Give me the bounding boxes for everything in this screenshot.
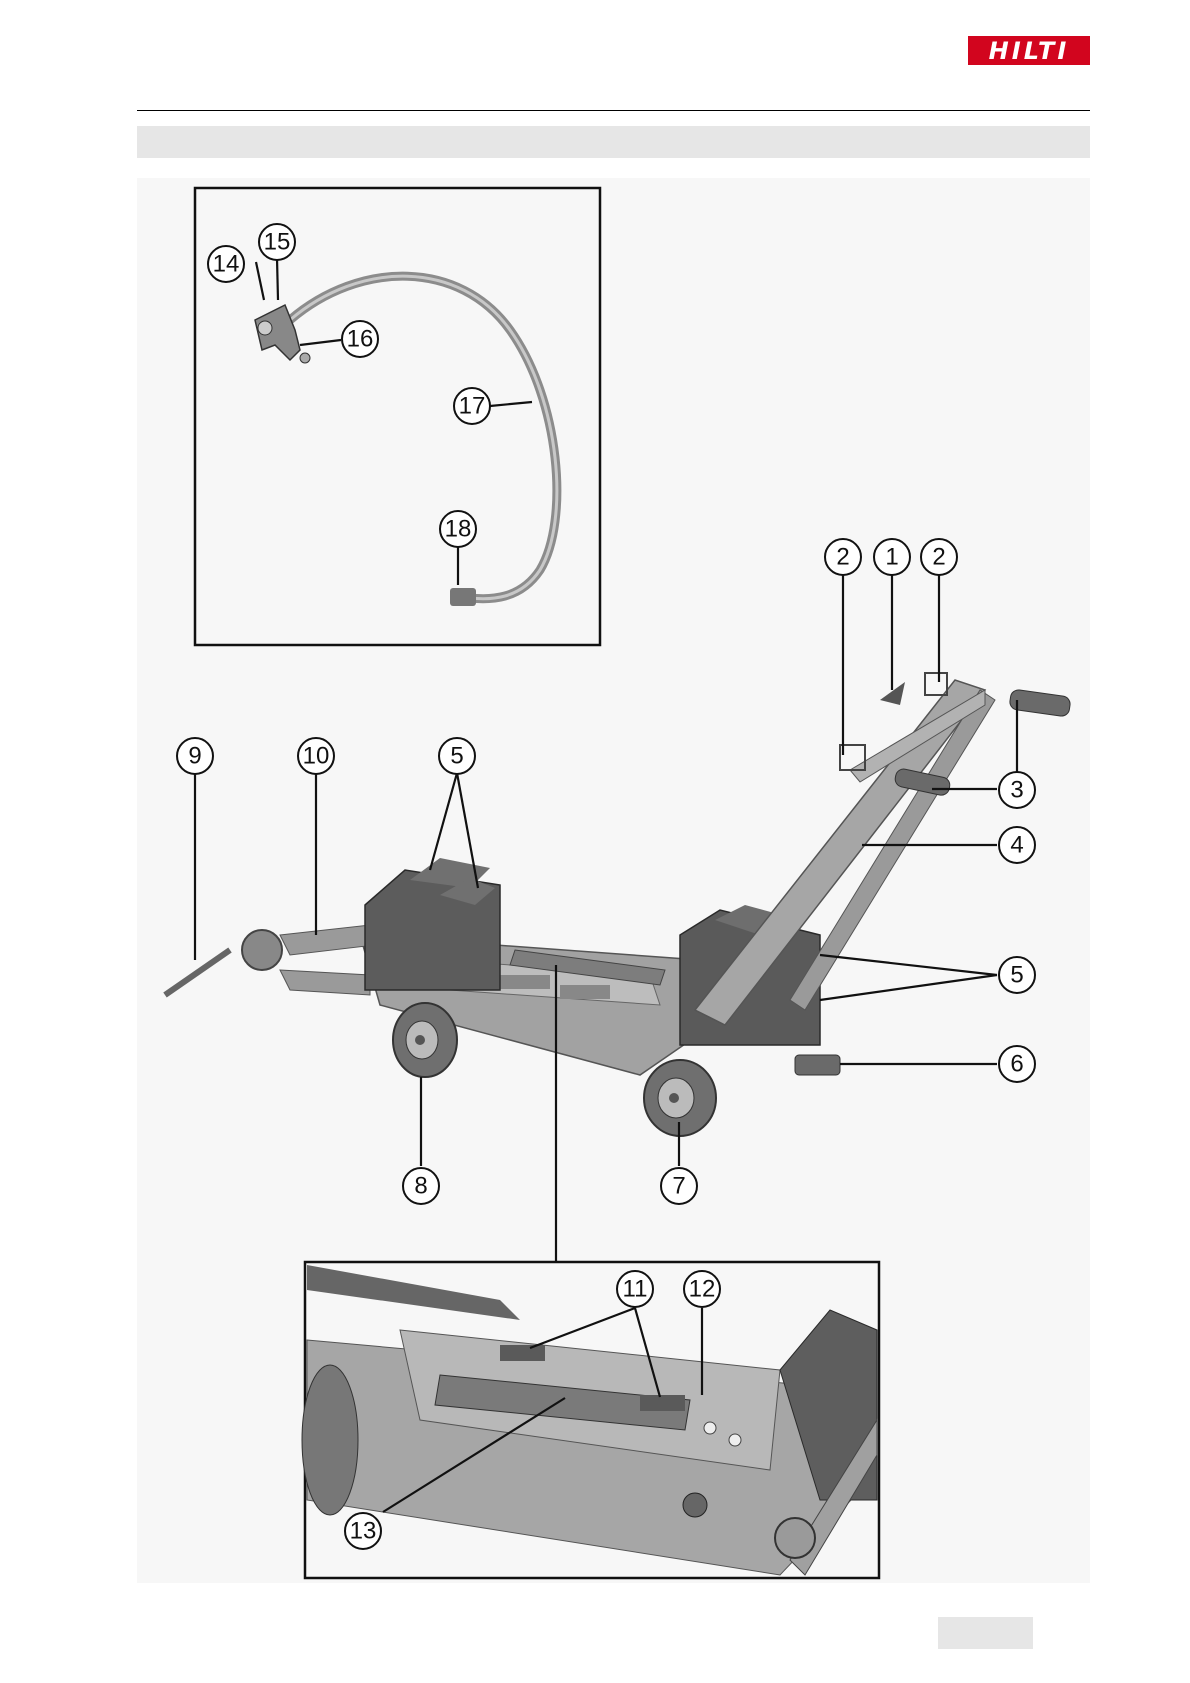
detail-wheel — [302, 1365, 358, 1515]
callout-8: 8 — [403, 1168, 439, 1204]
svg-text:5: 5 — [450, 743, 463, 770]
callout-7: 7 — [661, 1168, 697, 1204]
tow-pivot — [242, 930, 282, 970]
clamp-bolt — [258, 321, 272, 335]
callout-11: 11 — [617, 1271, 653, 1307]
tow-bar-lower — [280, 970, 370, 995]
svg-text:1: 1 — [885, 544, 898, 571]
callout-1: 1 — [874, 539, 910, 575]
handle-clip-right — [925, 673, 947, 695]
detail-screw-2 — [729, 1434, 741, 1446]
callout-13: 13 — [345, 1513, 381, 1549]
callout-2-right: 2 — [921, 539, 957, 575]
callout-18: 18 — [440, 511, 476, 547]
svg-text:8: 8 — [414, 1173, 427, 1200]
detail-pivot — [775, 1518, 815, 1558]
callout-14: 14 — [208, 246, 244, 282]
svg-text:18: 18 — [445, 516, 472, 543]
callout-16: 16 — [342, 321, 378, 357]
rail-detail-inset — [302, 1262, 879, 1578]
svg-text:13: 13 — [350, 1518, 377, 1545]
callout-2-left: 2 — [825, 539, 861, 575]
svg-text:10: 10 — [303, 743, 330, 770]
svg-text:3: 3 — [1010, 777, 1023, 804]
detail-tooth-1 — [500, 1345, 545, 1361]
trolley — [165, 673, 1071, 1136]
chassis-slot-2 — [560, 985, 610, 999]
callout-10: 10 — [298, 738, 334, 774]
front-wheel — [393, 1003, 457, 1077]
svg-text:14: 14 — [213, 251, 240, 278]
svg-text:17: 17 — [459, 393, 486, 420]
svg-text:9: 9 — [188, 743, 201, 770]
svg-text:4: 4 — [1010, 832, 1023, 859]
detail-tooth-2 — [640, 1395, 685, 1411]
callout-15: 15 — [259, 224, 295, 260]
hose-end-fitting — [450, 588, 476, 606]
svg-text:5: 5 — [1010, 962, 1023, 989]
foot-pedal — [795, 1055, 840, 1075]
svg-text:15: 15 — [264, 229, 291, 256]
svg-text:2: 2 — [836, 544, 849, 571]
svg-text:11: 11 — [623, 1276, 648, 1303]
svg-text:16: 16 — [347, 326, 374, 353]
callout-17: 17 — [454, 388, 490, 424]
clamp-pin — [300, 353, 310, 363]
callout-6: 6 — [999, 1046, 1035, 1082]
svg-text:12: 12 — [689, 1276, 716, 1303]
detail-roller — [683, 1493, 707, 1517]
handle-grip-right — [1009, 689, 1071, 717]
callout-5-top: 5 — [439, 738, 475, 774]
callout-3: 3 — [999, 772, 1035, 808]
hose-inset — [195, 188, 600, 645]
svg-text:7: 7 — [672, 1173, 685, 1200]
callout-5-right: 5 — [999, 957, 1035, 993]
callout-12: 12 — [684, 1271, 720, 1307]
svg-text:6: 6 — [1010, 1051, 1023, 1078]
chassis-slot-1 — [500, 975, 550, 989]
callout-9: 9 — [177, 738, 213, 774]
tow-bar-upper — [280, 925, 375, 955]
tow-pin — [165, 950, 230, 995]
callout-4: 4 — [999, 827, 1035, 863]
svg-text:2: 2 — [932, 544, 945, 571]
detail-screw-1 — [704, 1422, 716, 1434]
